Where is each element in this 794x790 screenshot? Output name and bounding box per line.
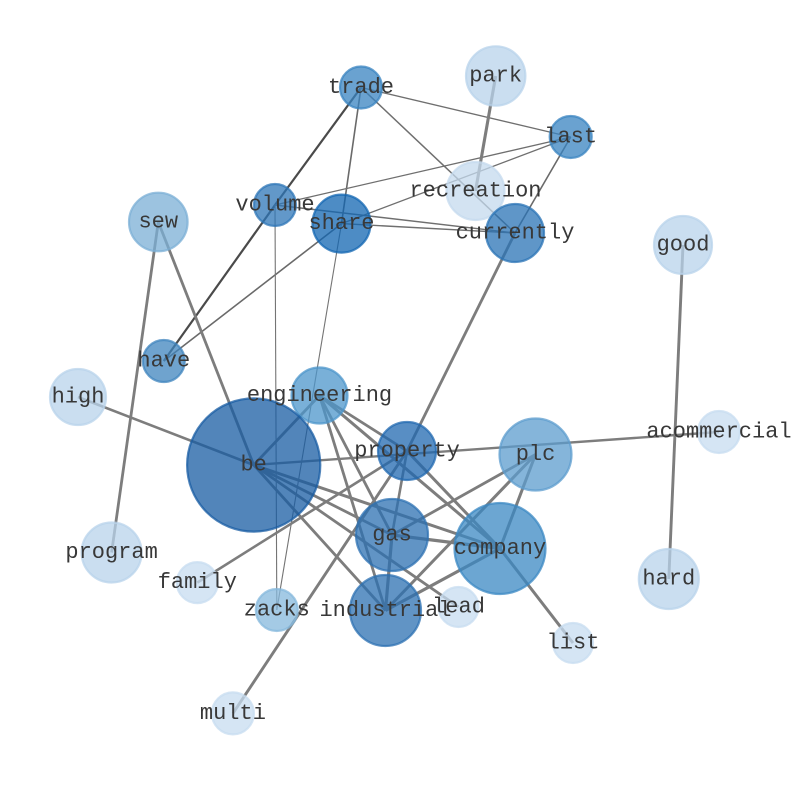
svg-text:share: share: [308, 211, 374, 236]
svg-text:zacks: zacks: [244, 598, 310, 623]
svg-text:hard: hard: [642, 567, 695, 592]
svg-text:multi: multi: [200, 701, 266, 726]
svg-text:engineering: engineering: [247, 383, 392, 408]
svg-text:program: program: [65, 540, 157, 565]
svg-text:acommercial: acommercial: [646, 420, 791, 445]
svg-text:be: be: [240, 453, 266, 478]
svg-text:good: good: [657, 233, 710, 258]
svg-text:currently: currently: [456, 221, 575, 246]
svg-text:lead: lead: [432, 595, 485, 620]
svg-text:family: family: [158, 570, 237, 595]
svg-text:company: company: [454, 536, 546, 561]
svg-text:property: property: [354, 439, 460, 464]
svg-text:have: have: [137, 349, 190, 374]
svg-text:last: last: [544, 125, 597, 150]
svg-text:gas: gas: [372, 523, 412, 548]
svg-text:trade: trade: [328, 75, 394, 100]
svg-text:sew: sew: [138, 210, 178, 235]
svg-text:high: high: [52, 385, 105, 410]
svg-text:recreation: recreation: [409, 179, 541, 204]
svg-text:industrial: industrial: [319, 598, 451, 623]
svg-text:list: list: [547, 631, 600, 656]
svg-text:plc: plc: [516, 442, 556, 467]
svg-text:park: park: [469, 64, 522, 89]
svg-text:volume: volume: [235, 193, 314, 218]
